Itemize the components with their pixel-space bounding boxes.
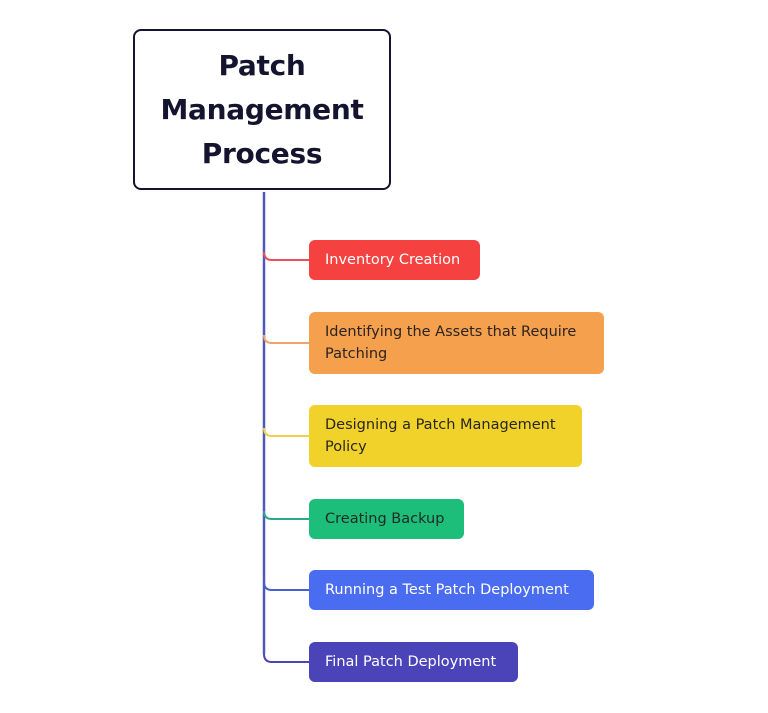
step-node-inventory-creation[interactable]: Inventory Creation bbox=[309, 240, 480, 280]
branch-connector bbox=[263, 653, 309, 663]
branch-connector bbox=[263, 251, 309, 261]
step-label: Creating Backup bbox=[325, 511, 445, 527]
step-node-final-deployment[interactable]: Final Patch Deployment bbox=[309, 642, 518, 682]
branch-connector bbox=[263, 334, 309, 344]
step-node-identifying-assets[interactable]: Identifying the Assets that Require Patc… bbox=[309, 312, 604, 374]
step-node-creating-backup[interactable]: Creating Backup bbox=[309, 499, 464, 539]
step-label: Identifying the Assets that Require Patc… bbox=[325, 324, 577, 362]
step-label: Designing a Patch Management Policy bbox=[325, 417, 556, 455]
step-node-designing-policy[interactable]: Designing a Patch Management Policy bbox=[309, 405, 582, 467]
step-label: Final Patch Deployment bbox=[325, 654, 497, 670]
branch-connector bbox=[263, 427, 309, 437]
step-label: Inventory Creation bbox=[325, 252, 461, 268]
step-label: Running a Test Patch Deployment bbox=[325, 582, 569, 598]
root-node[interactable]: Patch Management Process bbox=[133, 29, 391, 190]
root-title: Patch Management Process bbox=[160, 48, 364, 170]
step-node-test-deployment[interactable]: Running a Test Patch Deployment bbox=[309, 570, 594, 610]
branch-connector bbox=[263, 510, 309, 520]
branch-connector bbox=[263, 581, 309, 591]
